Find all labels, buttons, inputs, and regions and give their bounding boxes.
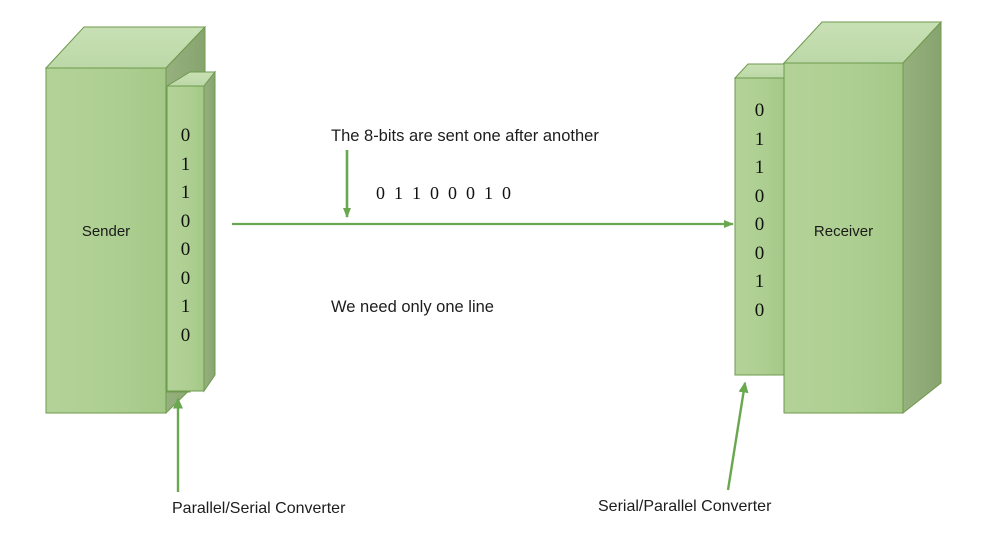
bit-cell: 1 [180,153,191,175]
one-line-note-text: We need only one line [331,298,494,316]
sender-box-front-face [45,67,167,414]
bit-cell: 0 [180,210,191,232]
bit-cell: 0 [754,185,765,207]
serial-parallel-converter-label: Serial/Parallel Converter [598,498,772,515]
bit-cell: 0 [180,324,191,346]
bit-cell: 0 [754,100,765,121]
bit-cell: 1 [754,157,765,178]
sender-label: Sender [81,223,131,240]
receiver-register-bits: 0 1 1 0 0 0 1 0 [735,97,784,325]
sender-register-front-face [166,85,205,392]
serial-bitstream-text: 0 1 1 0 0 0 1 0 [376,183,511,203]
bit-cell: 0 [754,242,765,264]
receiver-register-front-face [734,77,785,376]
receiver-box-3d [782,20,943,415]
top-note-text: The 8-bits are sent one after another [331,127,599,145]
bit-cell: 1 [754,271,765,292]
sender-register-3d [165,70,217,393]
receiver-register-top-face [733,63,785,79]
bit-cell: 0 [180,239,191,260]
serial-parallel-converter-arrow [726,381,749,491]
bit-cell: 0 [180,267,191,289]
sender-register-side-face [203,70,216,393]
bit-cell: 1 [754,128,765,150]
receiver-box-side-face [902,20,942,415]
bit-cell: 1 [180,296,191,317]
sender-register-bits: 0 1 1 0 0 0 1 0 [167,122,204,350]
bit-cell: 1 [180,182,191,203]
parallel-serial-converter-label: Parallel/Serial Converter [172,500,346,517]
bit-cell: 0 [754,299,765,321]
bit-cell: 0 [754,214,765,235]
receiver-label: Receiver [813,223,874,240]
sender-box-3d [44,25,207,415]
receiver-box-front-face [783,62,904,414]
bit-cell: 0 [180,125,191,146]
